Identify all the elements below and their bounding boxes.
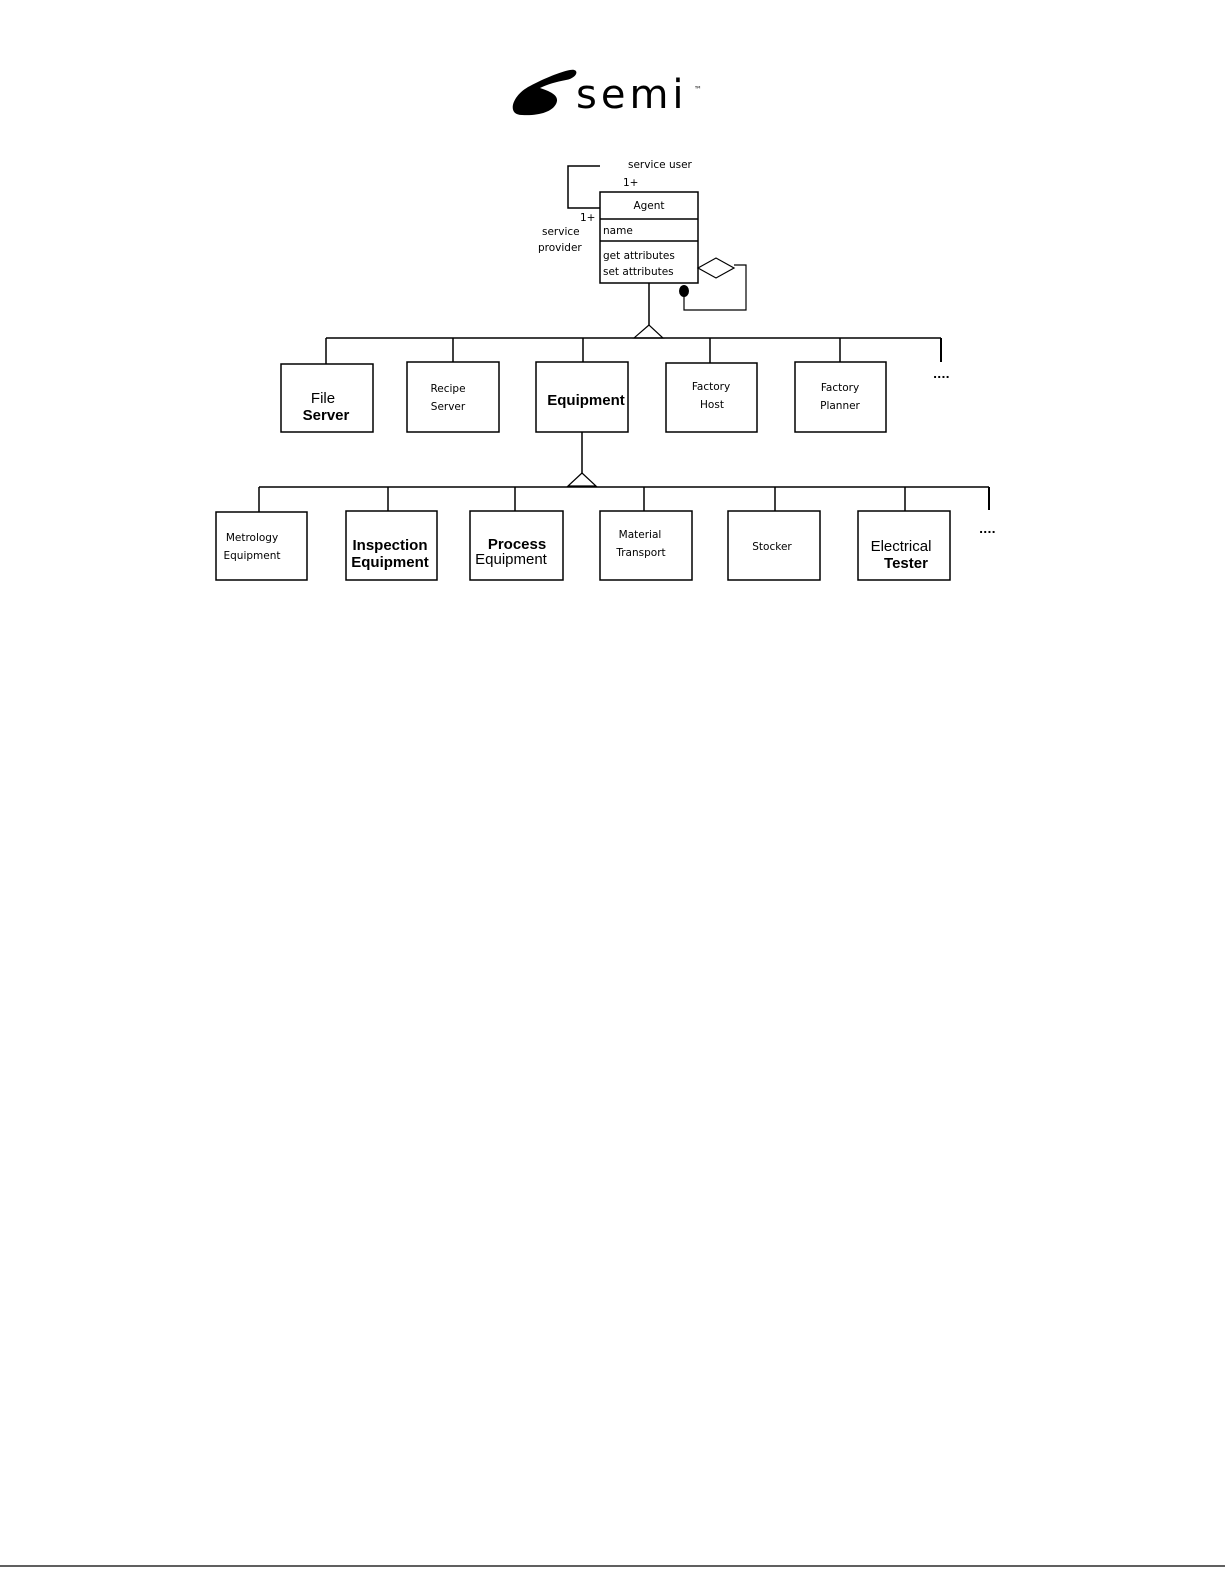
agent-attribute: name [603, 225, 633, 237]
semi-wordmark: semi [576, 72, 688, 118]
class-label-line2: Equipment [224, 550, 281, 562]
agent-operation-get: get attributes [603, 250, 675, 262]
class-label-line1: Stocker [752, 541, 792, 553]
class-label-line1: Electrical [871, 538, 932, 555]
class-box [216, 512, 307, 580]
self-association-line [568, 166, 600, 208]
class-label-line1: Recipe [430, 383, 465, 395]
class-label-line1: Factory [692, 381, 730, 393]
generalization-triangle-icon [568, 473, 596, 486]
multiplicity-dot-icon [679, 285, 689, 297]
multiplicity-provider: 1+ [580, 212, 595, 224]
level2-ellipsis: .... [979, 523, 996, 536]
class-label-line2: Server [431, 401, 466, 413]
generalization-triangle-icon [634, 325, 663, 338]
trademark-symbol: ™ [694, 85, 702, 94]
class-electrical-tester: Electrical Tester [858, 511, 950, 580]
class-equipment: Equipment [536, 362, 628, 432]
class-box [600, 511, 692, 580]
class-file-server: File Server [281, 364, 373, 432]
class-label-line2: Planner [820, 400, 860, 412]
role-service-provider-line1: service [542, 226, 580, 238]
class-label-line2: Equipment [475, 551, 548, 568]
level1-ellipsis: .... [933, 368, 950, 381]
class-label-line2: Equipment [351, 554, 429, 571]
class-label-line2: Host [700, 399, 724, 411]
class-box [407, 362, 499, 432]
agent-class: Agent name get attributes set attributes [600, 192, 698, 283]
class-recipe-server: Recipe Server [407, 362, 499, 432]
aggregation-diamond-icon [698, 258, 734, 278]
semi-logo-swoosh-icon [513, 70, 577, 115]
class-inspection-equipment: Inspection Equipment [346, 511, 437, 580]
class-label-line1: Metrology [226, 532, 278, 544]
class-label-line1: Equipment [547, 392, 625, 409]
class-label-line1: Material [619, 529, 662, 541]
multiplicity-user: 1+ [623, 177, 638, 189]
class-material-transport: Material Transport [600, 511, 692, 580]
class-label-line2: Tester [884, 555, 928, 572]
class-label-line1: File [311, 390, 335, 407]
generalization-agent [326, 283, 941, 364]
class-stocker: Stocker [728, 511, 820, 580]
class-factory-planner: Factory Planner [795, 362, 886, 432]
class-label-line2: Server [303, 407, 350, 424]
agent-operation-set: set attributes [603, 266, 674, 278]
semi-logo: semi ™ [513, 70, 702, 118]
class-label-line2: Transport [615, 547, 665, 559]
class-factory-host: Factory Host [666, 363, 757, 432]
role-service-provider-line2: provider [538, 242, 582, 254]
class-label-line1: Inspection [352, 537, 427, 554]
generalization-equipment [259, 432, 989, 512]
class-metrology-equipment: Metrology Equipment [216, 512, 307, 580]
class-process-equipment: Process Equipment [470, 511, 563, 580]
role-service-user: service user [628, 159, 693, 171]
class-box [666, 363, 757, 432]
class-label-line1: Factory [821, 382, 859, 394]
class-box [795, 362, 886, 432]
agent-class-name: Agent [633, 200, 664, 212]
